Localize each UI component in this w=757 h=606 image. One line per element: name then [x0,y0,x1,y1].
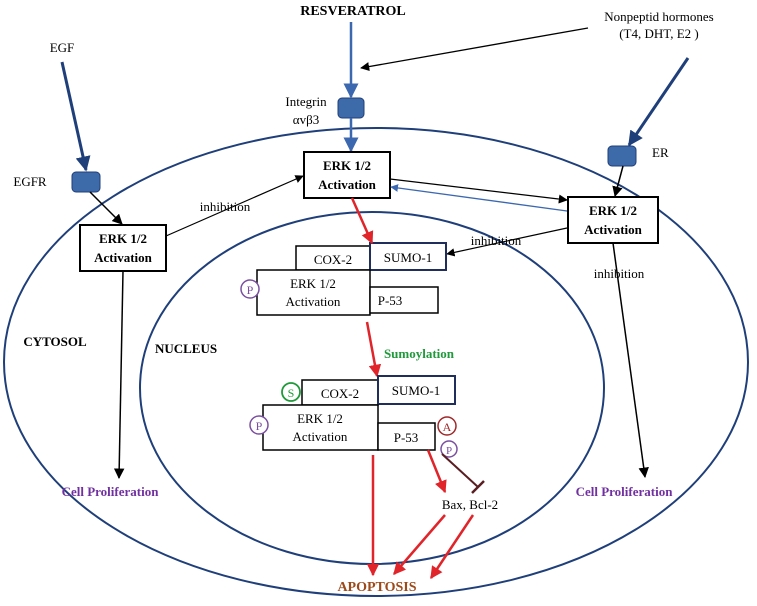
phospho-badge-top-label: P [247,283,254,297]
cell-prolif-right-label: Cell Proliferation [576,484,674,499]
erk-nuc-top-line1: ERK 1/2 [290,276,336,291]
sumo1-bottom-box [377,375,456,405]
nonpeptid-label-line1: Nonpeptid hormones [604,9,713,24]
phospho-badge-bottom [249,415,269,435]
erk-nuc-top-box [256,269,371,316]
phospho-badge-top [240,279,260,299]
er-label: ER [652,145,669,160]
egfr-label: EGFR [13,174,47,189]
nonpeptid-to-integrin-arrow [360,27,589,72]
p53-bottom-box [377,422,436,451]
inhibition-mid-label: inhibition [471,233,522,248]
p53-inhibition-bar [471,480,485,494]
nonpeptid-label-line2: (T4, DHT, E2 ) [619,26,699,41]
egfr-receptor [71,171,101,193]
inhibition-left-label: inhibition [200,199,251,214]
erk-right-to-center-arrow [390,184,568,212]
nucleus-label: NUCLEUS [155,341,217,356]
erk-nuc-bottom-line2: Activation [293,429,348,444]
erk-right-to-proliferation-arrow [612,242,649,479]
erk-left-line2: Activation [94,250,153,265]
erk-right-line1: ERK 1/2 [589,203,637,218]
erk-nuc-bottom-line1: ERK 1/2 [297,411,343,426]
integrin-receptor [337,97,365,119]
integrin-label-line1: Integrin [285,94,327,109]
acetyl-badge-p53 [437,416,457,436]
p53-top-label: P-53 [378,293,403,308]
erk-right-line2: Activation [584,222,643,237]
apoptosis-label: APOPTOSIS [337,580,416,595]
sumo-badge-bottom-label: S [288,386,295,400]
erk-center-line2: Activation [318,177,377,192]
sumo1-top-box [369,242,447,271]
erk-left-line1: ERK 1/2 [99,231,147,246]
cell-prolif-left-label: Cell Proliferation [62,484,160,499]
sumo-badge-bottom [281,382,301,402]
egfr-to-erk-left-arrow [89,191,123,225]
er-to-erk-right-arrow [612,165,624,198]
erk-nuc-top-line2: Activation [286,294,341,309]
erk-center-box [303,151,391,199]
nonpeptid-to-er-arrow [627,57,690,147]
cox2-top-label: COX-2 [314,252,352,267]
bax-bcl2-label: Bax, Bcl-2 [442,497,498,512]
sumoylation-arrow [365,321,382,378]
inhibition-right-label: inhibition [594,266,645,281]
sumoylation-label: Sumoylation [384,346,455,361]
integrin-label-line2: αvβ3 [293,112,319,127]
phospho-badge-bottom-label: P [256,419,263,433]
erk-left-to-proliferation-arrow [113,270,125,480]
cell-membrane [3,127,749,597]
er-receptor [607,145,637,167]
p53-bottom-label: P-53 [394,430,419,445]
cytosol-label: CYTOSOL [23,334,87,349]
sumo1-bottom-label: SUMO-1 [392,383,440,398]
p53-to-bax-arrow [426,449,447,494]
erk-center-to-right-arrow [389,178,568,204]
phospho-badge-p53 [440,440,458,458]
phospho-badge-p53-label: P [446,445,452,457]
egf-to-egfr-arrow [60,61,91,172]
cox2-bottom-label: COX-2 [321,386,359,401]
p53-top-box [369,286,439,314]
sumo1-top-label: SUMO-1 [384,250,432,265]
egf-label: EGF [50,40,75,55]
p53-inhibition-line [441,453,479,488]
erk-right-to-sumo-inhibition [446,227,568,257]
bax-to-apoptosis-arrow-right [429,514,475,580]
acetyl-badge-p53-label: A [443,420,452,434]
erk-left-to-center-inhibition [165,175,304,237]
erk-left-box [79,224,167,272]
bax-to-apoptosis-arrow-left [393,514,446,575]
resveratrol-label: RESVERATROL [300,4,406,19]
erk-center-to-cox2-arrow [350,197,374,245]
erk-center-line1: ERK 1/2 [323,158,371,173]
